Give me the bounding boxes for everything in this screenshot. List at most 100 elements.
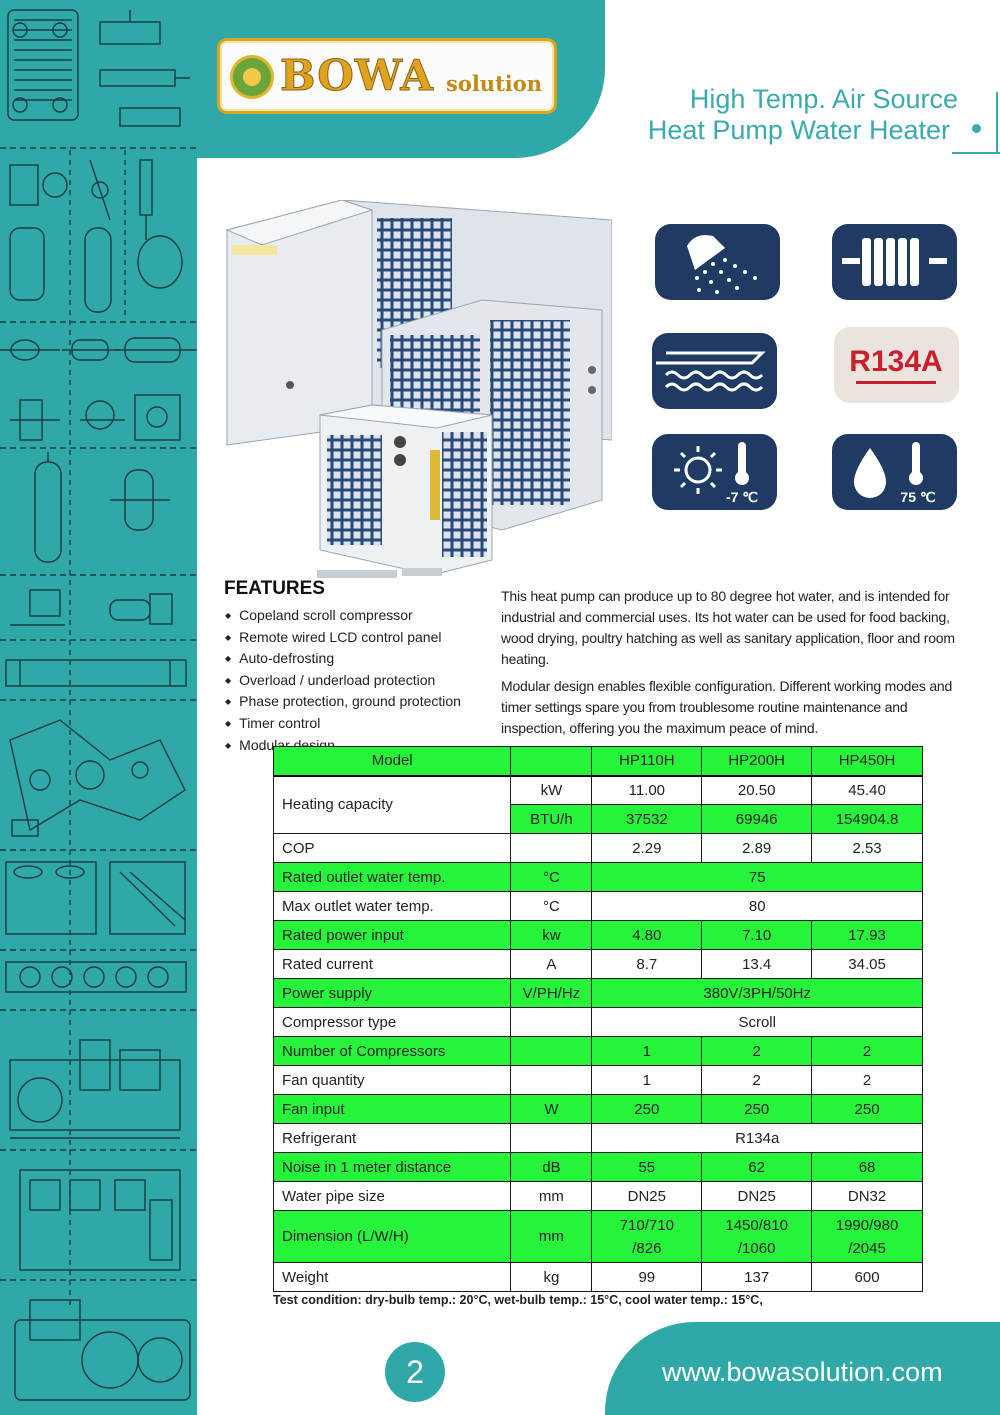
- description-paragraph: Modular design enables flexible configur…: [501, 678, 953, 736]
- water-temperature-label: 75 ℃: [900, 489, 935, 505]
- unit-cell: [510, 833, 593, 863]
- page-number: 2: [385, 1342, 445, 1402]
- table-row: Water pipe size mm DN25 DN25 DN32: [272, 1181, 923, 1211]
- feature-item: Overload / underload protection: [225, 671, 461, 693]
- value-cell: 20.50: [701, 775, 813, 805]
- parallel-unit-drawing: [19, 1169, 181, 1271]
- dimension-line: 710/710: [619, 1216, 674, 1234]
- value-cell: Scroll: [591, 1007, 923, 1037]
- title-line-2: Heat Pump Water Heater: [647, 115, 950, 145]
- table-row: Noise in 1 meter distance dB 55 62 68: [272, 1152, 923, 1182]
- unit-cell: [510, 1007, 593, 1037]
- unit-cell: kg: [510, 1262, 593, 1292]
- value-cell: 380V/3PH/50Hz: [591, 978, 923, 1008]
- features-list: Copeland scroll compressor Remote wired …: [225, 606, 461, 757]
- unit-cell: A: [510, 949, 593, 979]
- row-label: Heating capacity: [272, 775, 512, 834]
- table-row: COP 2.29 2.89 2.53: [272, 833, 923, 863]
- page-title: High Temp. Air Source Heat Pump Water He…: [648, 84, 958, 146]
- footer-band: [605, 1322, 1000, 1415]
- logo-wordmark: BOWA: [280, 51, 434, 101]
- row-label: Noise in 1 meter distance: [272, 1152, 512, 1182]
- table-row: Max outlet water temp. °C 80: [272, 891, 923, 921]
- unit-cell: dB: [510, 1152, 593, 1182]
- row-label: Rated current: [272, 949, 512, 979]
- separator-drawings: [34, 452, 170, 563]
- refrigerant-badge: R134A: [834, 327, 959, 403]
- refrigerant-badge-label: R134A: [849, 345, 942, 378]
- table-header-row: Model HP110H HP200H HP450H: [272, 746, 923, 777]
- parts-illustration-strip: [0, 0, 197, 1415]
- row-label: Number of Compressors: [272, 1036, 512, 1066]
- ball-valve-drawings: [10, 394, 181, 441]
- row-label: Rated power input: [272, 920, 512, 950]
- table-row: Compressor type Scroll: [272, 1007, 923, 1037]
- table-row: Weight kg 99 137 600: [272, 1262, 923, 1292]
- row-label: Max outlet water temp.: [272, 891, 512, 921]
- value-cell: 2.29: [591, 833, 703, 863]
- value-cell: 7.10: [701, 920, 813, 950]
- twin-fan-unit-drawing: [14, 1299, 191, 1401]
- value-cell: 37532: [591, 804, 703, 834]
- value-cell: 250: [591, 1094, 703, 1124]
- header-cell: Model: [272, 746, 512, 777]
- title-line-1: High Temp. Air Source: [689, 84, 958, 114]
- unit-cell: [510, 1065, 593, 1095]
- value-cell: 600: [811, 1262, 923, 1292]
- product-photo: [225, 200, 612, 578]
- value-cell: 154904.8: [811, 804, 923, 834]
- row-label: COP: [272, 833, 512, 863]
- value-cell: DN25: [591, 1181, 703, 1211]
- table-row: Fan input W 250 250 250: [272, 1094, 923, 1124]
- evaporator-fan-drawing: [5, 961, 187, 993]
- value-cell: 2.89: [701, 833, 813, 863]
- value-cell: 137: [701, 1262, 813, 1292]
- value-cell: 1: [591, 1036, 703, 1066]
- value-cell: 250: [701, 1094, 813, 1124]
- value-cell: 250: [811, 1094, 923, 1124]
- title-bullet: [972, 124, 981, 133]
- feature-item: Remote wired LCD control panel: [225, 628, 461, 650]
- value-cell: 69946: [701, 804, 813, 834]
- value-cell: 34.05: [811, 949, 923, 979]
- header-cell: HP110H: [591, 746, 703, 777]
- value-cell: DN32: [811, 1181, 923, 1211]
- sight-glass-drawing: [5, 659, 187, 687]
- feature-item: Auto-defrosting: [225, 649, 461, 671]
- unit-cell: °C: [510, 862, 593, 892]
- value-cell: 17.93: [811, 920, 923, 950]
- value-cell: 2: [811, 1065, 923, 1095]
- valve-drawings-top: [99, 10, 190, 127]
- logo-subtitle: solution: [446, 71, 543, 96]
- table-row: Rated power input kw 4.80 7.10 17.93: [272, 920, 923, 950]
- value-cell: 11.00: [591, 775, 703, 805]
- brand-logo: BOWA solution: [217, 38, 557, 114]
- value-cell: 2: [701, 1036, 813, 1066]
- value-cell: R134a: [591, 1123, 923, 1153]
- row-label: Fan quantity: [272, 1065, 512, 1095]
- row-label: Rated outlet water temp.: [272, 862, 512, 892]
- solenoid-valve-drawings: [10, 589, 173, 626]
- unit-cell: kw: [510, 920, 593, 950]
- header-cell: [510, 746, 593, 777]
- website-link[interactable]: www.bowasolution.com: [662, 1357, 943, 1387]
- value-cell: 1: [591, 1065, 703, 1095]
- unit-cell: mm: [510, 1210, 593, 1263]
- header-cell: HP450H: [811, 746, 923, 777]
- product-description: This heat pump can produce up to 80 degr…: [501, 586, 961, 739]
- table-row: Heating capacity kW 11.00 20.50 45.40: [272, 775, 923, 834]
- value-cell: DN25: [701, 1181, 813, 1211]
- test-condition-note: Test condition: dry-bulb temp.: 20°C, we…: [273, 1293, 763, 1307]
- dimension-line: /2045: [848, 1239, 886, 1257]
- feature-item: Phase protection, ground protection: [225, 692, 461, 714]
- value-cell: 80: [591, 891, 923, 921]
- description-paragraph: This heat pump can produce up to 80 degr…: [501, 588, 955, 667]
- dimension-line: /1060: [737, 1239, 776, 1257]
- unit-cell: [510, 1036, 593, 1066]
- table-row: Fan quantity 1 2 2: [272, 1065, 923, 1095]
- value-cell: 62: [701, 1152, 813, 1182]
- value-cell: 13.4: [701, 949, 813, 979]
- compressor-rack-drawing: [9, 1039, 181, 1139]
- value-cell: 68: [811, 1152, 923, 1182]
- value-cell: 55: [591, 1152, 703, 1182]
